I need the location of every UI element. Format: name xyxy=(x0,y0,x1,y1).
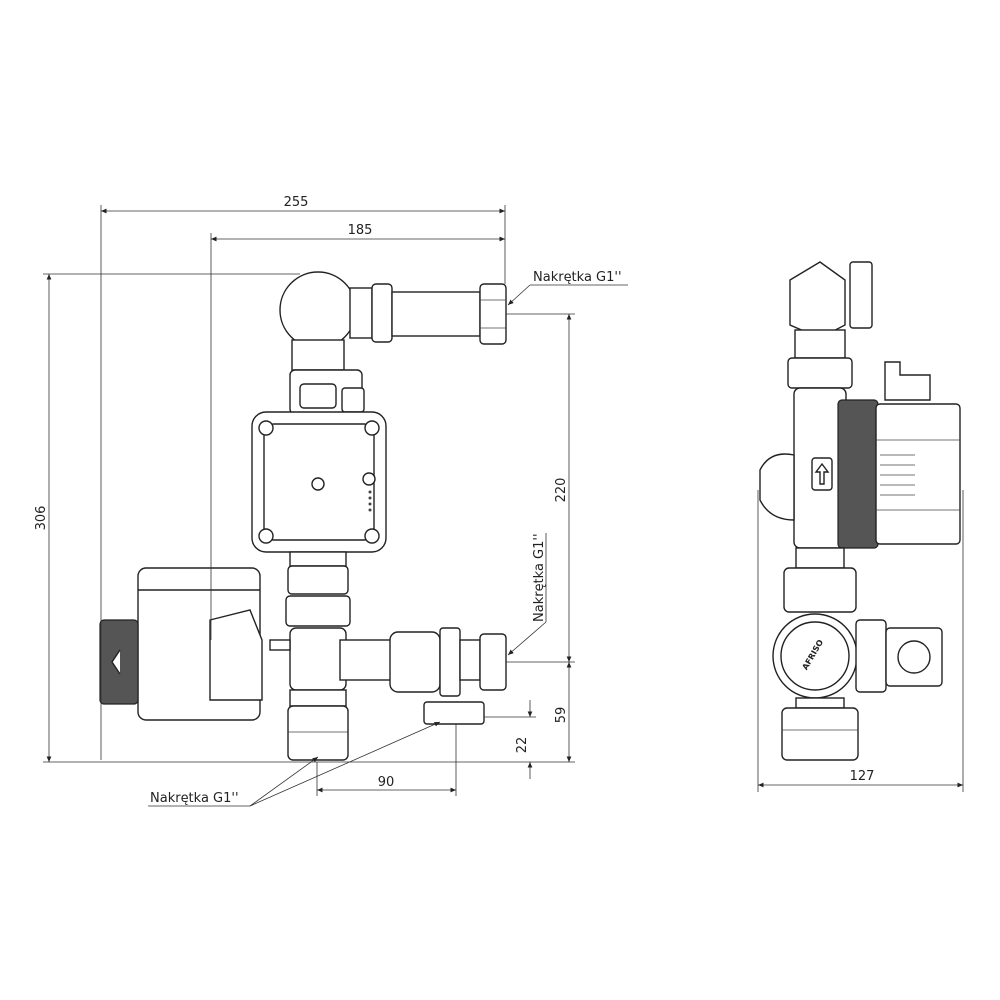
side-view: AFRISO xyxy=(759,261,961,761)
callout-top-nut: Nakrętka G1'' xyxy=(533,270,622,285)
circulation-pump xyxy=(251,411,387,567)
callouts: Nakrętka G1'' Nakrętka G1'' Nakrętka G1'… xyxy=(148,270,628,807)
dim-127: 127 xyxy=(850,769,875,784)
dim-22: 22 xyxy=(515,737,530,754)
dim-90: 90 xyxy=(378,775,395,790)
callout-bottom-nut: Nakrętka G1'' xyxy=(150,791,239,806)
front-dimensions: 255 185 306 220 59 22 90 xyxy=(34,195,575,796)
top-mixing-valve xyxy=(279,271,507,371)
callout-right-nut: Nakrętka G1'' xyxy=(532,533,547,622)
dim-185: 185 xyxy=(348,223,373,238)
valve-actuator xyxy=(99,567,263,721)
dim-220: 220 xyxy=(554,478,569,503)
dim-59: 59 xyxy=(554,707,569,724)
pump-connector xyxy=(289,369,365,415)
front-view xyxy=(99,271,507,761)
dim-255: 255 xyxy=(284,195,309,210)
lower-fittings xyxy=(269,565,507,761)
dim-306: 306 xyxy=(34,506,49,531)
side-dimensions: 127 xyxy=(757,490,964,792)
